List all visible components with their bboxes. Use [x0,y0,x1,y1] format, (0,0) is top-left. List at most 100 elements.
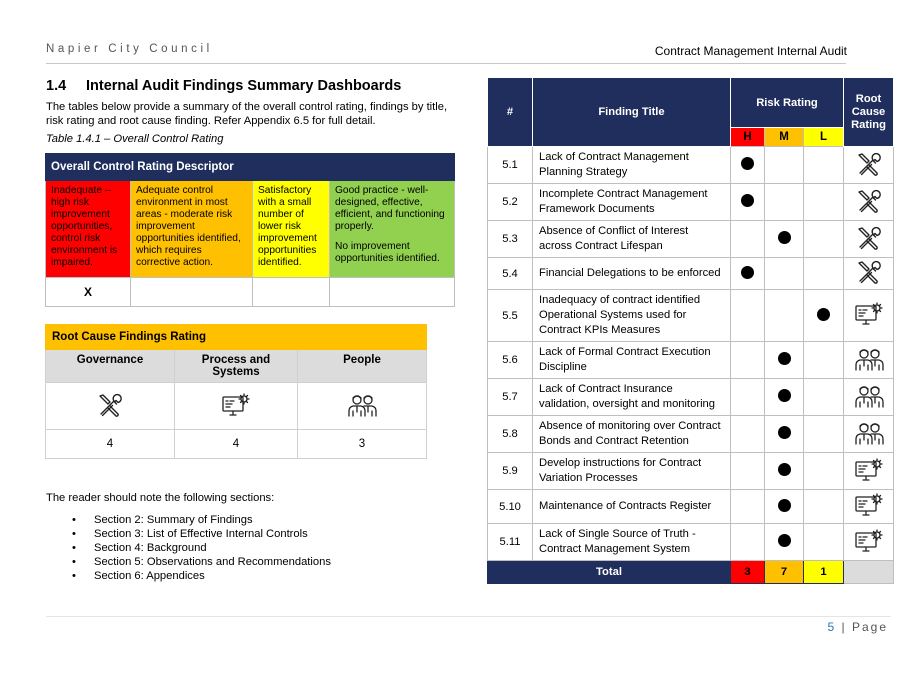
total-medium: 7 [764,560,804,584]
risk-cell-m [764,183,804,221]
people-icon [853,420,885,446]
descriptor-good-practice: Good practice - well-designed, effective… [328,180,456,278]
overall-control-rating-table: Overall Control Rating Descriptor Inadeq… [44,153,456,307]
risk-cell-l [803,257,844,290]
col-number-header: # [487,77,533,147]
risk-cell-h [730,220,765,258]
control-rating-mark: X [45,277,131,307]
total-low: 1 [803,560,844,584]
root-cause-icon-cell [843,452,894,490]
finding-title: Maintenance of Contracts Register [532,489,731,524]
col-finding-title-header: Finding Title [532,77,731,147]
risk-dot [741,157,754,170]
root-cause-people-icon-cell [296,382,428,430]
finding-number: 5.3 [487,220,533,258]
control-rating-empty-cell [130,277,253,307]
finding-number: 5.10 [487,489,533,524]
risk-low-header: L [803,127,844,147]
root-cause-icon-cell [843,220,894,258]
finding-title: Inadequacy of contract identified Operat… [532,289,731,342]
header-divider [46,63,846,64]
intro-paragraph: The tables below provide a summary of th… [46,101,448,127]
risk-dot [777,534,791,547]
people-icon [853,346,885,372]
risk-cell-m [764,289,804,342]
risk-cell-m [764,415,804,453]
risk-cell-h [730,523,765,561]
finding-title: Absence of monitoring over Contract Bond… [532,415,731,453]
risk-dot [817,307,830,321]
finding-title: Financial Delegations to be enforced [532,257,731,290]
page-number: 5 | Page [827,620,888,634]
finding-number: 5.5 [487,289,533,342]
root-cause-governance-count: 4 [45,429,175,459]
risk-cell-l [803,146,844,184]
descriptor-satisfactory: Satisfactory with a small number of lowe… [252,180,330,278]
risk-cell-l [803,378,844,416]
section-number: 1.4 [46,78,67,94]
finding-number: 5.8 [487,415,533,453]
finding-number: 5.4 [487,257,533,290]
risk-cell-l [803,341,844,379]
list-item: Section 4: Background [72,541,331,555]
risk-cell-h [730,183,765,221]
risk-cell-h [730,378,765,416]
root-cause-title: Root Cause Findings Rating [44,324,428,350]
total-high: 3 [730,560,765,584]
risk-cell-h [730,146,765,184]
descriptor-good-practice-note: No improvement opportunities identified. [335,241,440,264]
col-risk-rating-header: Risk Rating [730,77,844,128]
page-label: | Page [841,620,888,634]
risk-cell-h [730,452,765,490]
risk-dot [777,352,791,365]
root-cause-icon-cell [843,146,894,184]
risk-dot [741,265,754,279]
risk-cell-h [730,489,765,524]
descriptor-inadequate: Inadequate – high risk improvement oppor… [45,180,131,278]
root-cause-icon-cell [843,523,894,561]
organization-name: Napier City Council [46,43,213,55]
root-cause-icon-cell [843,378,894,416]
finding-number: 5.2 [487,183,533,221]
risk-cell-h [730,341,765,379]
root-cause-icon-cell [843,183,894,221]
risk-dot [741,194,754,207]
finding-title: Lack of Contract Insurance validation, o… [532,378,731,416]
control-rating-empty-cell [328,277,456,307]
risk-cell-m [764,341,804,379]
total-label: Total [487,560,731,584]
risk-cell-m [764,378,804,416]
risk-dot [777,463,791,476]
root-cause-icon-cell [843,289,894,342]
finding-title: Lack of Formal Contract Execution Discip… [532,341,731,379]
root-cause-people-label: People [296,349,428,383]
root-cause-process-count: 4 [174,429,298,459]
finding-number: 5.9 [487,452,533,490]
root-cause-governance-label: Governance [45,349,175,383]
risk-dot [777,498,791,512]
risk-cell-l [803,415,844,453]
people-icon [346,392,378,418]
document-title: Contract Management Internal Audit [654,44,847,58]
risk-cell-l [803,289,844,342]
risk-cell-l [803,452,844,490]
risk-cell-m [764,220,804,258]
list-item: Section 3: List of Effective Internal Co… [72,527,331,541]
monitor-gear-icon [854,301,884,327]
reader-note: The reader should note the following sec… [46,492,275,504]
risk-cell-l [803,523,844,561]
risk-cell-m [764,489,804,524]
tools-icon [856,188,882,214]
list-item: Section 5: Observations and Recommendati… [72,555,331,569]
monitor-gear-icon [854,492,884,518]
